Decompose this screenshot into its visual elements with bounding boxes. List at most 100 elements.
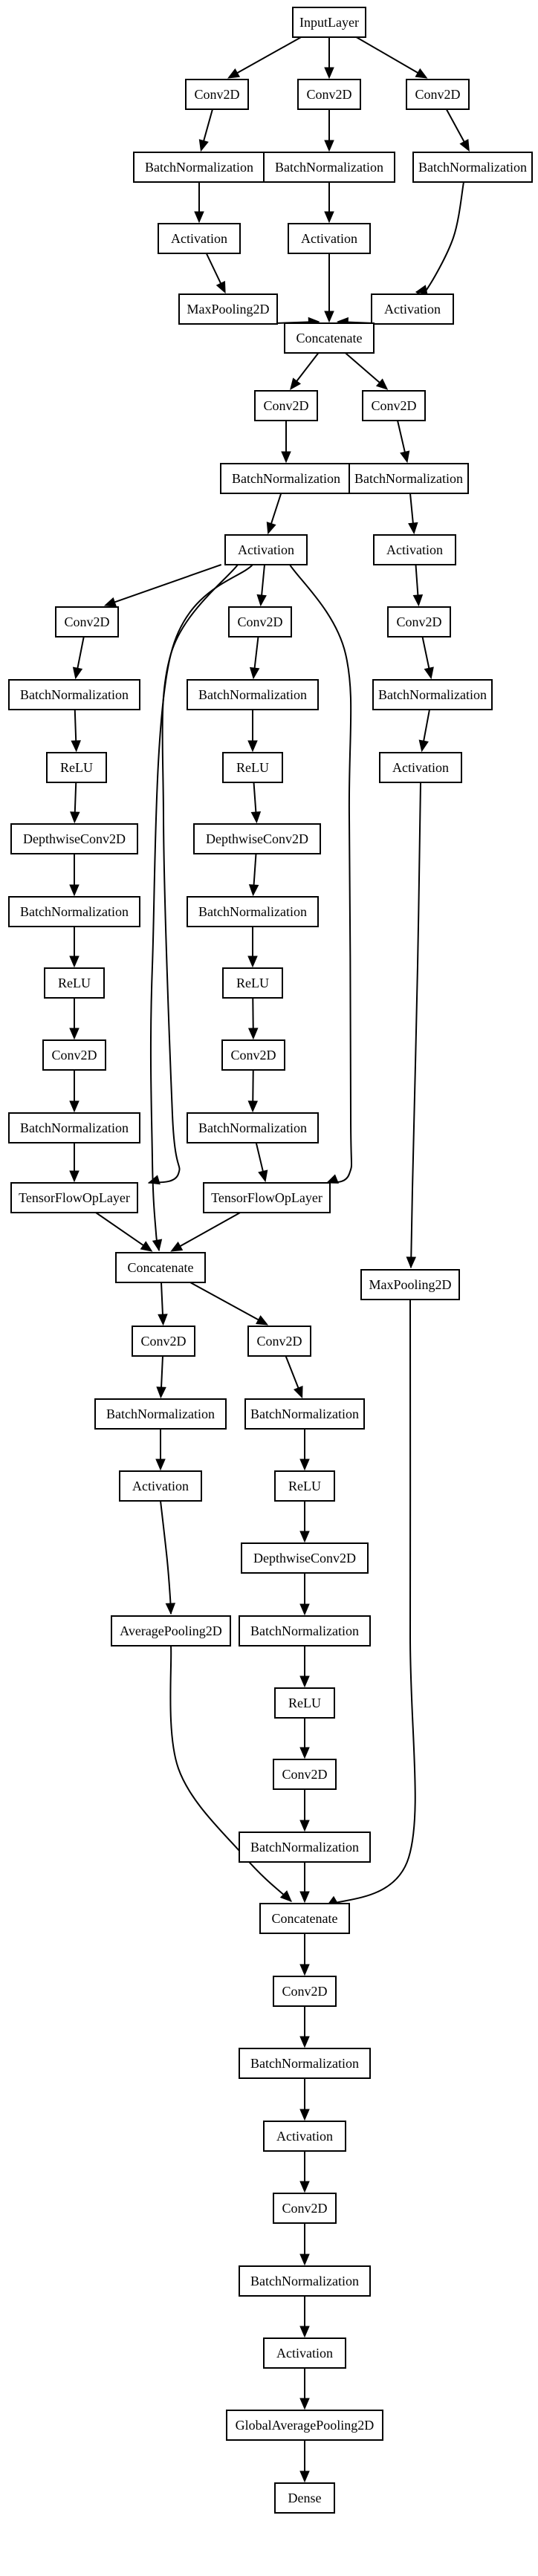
node-globalaveragepooling2d: GlobalAveragePooling2D (226, 2410, 383, 2441)
node-box (259, 1903, 350, 1934)
arrowhead (299, 2109, 310, 2121)
node-label: BatchNormalization (354, 471, 463, 486)
arrowhead (227, 68, 241, 79)
node-maxpooling2d: MaxPooling2D (360, 1269, 460, 1300)
arrowhead (279, 1890, 292, 1902)
arrowhead (299, 1747, 310, 1759)
node-inputlayer: InputLayer (292, 7, 366, 38)
node-conv2d: Conv2D (406, 79, 470, 110)
edge-n47-n48 (299, 1501, 310, 1543)
arrowhead (415, 285, 428, 295)
node-label: ReLU (288, 1696, 321, 1710)
node-label: BatchNormalization (250, 2056, 359, 2071)
arrowhead (325, 1174, 339, 1184)
node-label: BatchNormalization (198, 904, 307, 919)
node-box (55, 606, 119, 637)
edge-n58-n59 (299, 2223, 310, 2266)
edge-n56-n57 (299, 2078, 310, 2121)
edge-line (345, 352, 381, 384)
edge-n17-n19 (103, 564, 222, 607)
edge-n29-n31 (248, 853, 259, 897)
node-conv2d: Conv2D (228, 606, 292, 637)
node-label: Conv2D (282, 2201, 327, 2216)
arrowhead (198, 139, 209, 152)
edge-n50-n51 (299, 1646, 310, 1688)
node-box (224, 534, 308, 565)
edge-line (95, 1212, 146, 1248)
node-box (288, 223, 371, 254)
edge-line (326, 1299, 416, 1907)
node-label: Conv2D (282, 1767, 327, 1782)
edge-n31-n33 (247, 927, 258, 968)
edge-n4-n7 (445, 108, 470, 152)
node-label: BatchNormalization (106, 1407, 215, 1421)
node-label: Conv2D (194, 87, 239, 102)
node-averagepooling2d: AveragePooling2D (111, 1615, 231, 1647)
edge-line (149, 564, 253, 1251)
node-label: BatchNormalization (250, 1623, 359, 1638)
node-concatenate: Concatenate (284, 322, 375, 354)
node-depthwiseconv2d: DepthwiseConv2D (193, 823, 321, 854)
arrowhead (247, 956, 258, 968)
node-box (297, 79, 361, 110)
node-label: BatchNormalization (232, 471, 340, 486)
node-box (239, 2048, 371, 2079)
arrowhead (103, 597, 117, 607)
node-label: BatchNormalization (20, 904, 129, 919)
node-conv2d: Conv2D (297, 79, 361, 110)
edge-line (255, 1142, 265, 1173)
node-batchnormalization: BatchNormalization (349, 463, 469, 494)
edge-n33-n35 (247, 997, 259, 1040)
node-box (241, 1542, 369, 1574)
arrowhead (408, 522, 418, 535)
node-activation: Activation (373, 534, 456, 565)
node-label: BatchNormalization (20, 1120, 129, 1135)
node-label: Activation (392, 760, 449, 775)
node-batchnormalization: BatchNormalization (187, 1112, 319, 1143)
edge-n27-n41 (406, 782, 421, 1269)
node-batchnormalization: BatchNormalization (94, 1398, 227, 1430)
node-relu: ReLU (222, 752, 283, 783)
node-label: GlobalAveragePooling2D (236, 2418, 375, 2433)
node-box (203, 1182, 331, 1213)
node-box (244, 1398, 365, 1430)
node-label: Conv2D (230, 1048, 276, 1062)
node-conv2d: Conv2D (42, 1039, 106, 1071)
node-conv2d: Conv2D (185, 79, 249, 110)
node-box (178, 293, 278, 325)
edge-n3-n6 (324, 109, 334, 152)
edge-line (253, 853, 257, 887)
node-activation: Activation (288, 223, 371, 254)
node-box (239, 1615, 371, 1647)
node-box (132, 1326, 195, 1357)
node-label: InputLayer (299, 15, 359, 30)
node-tensorflowoplayer: TensorFlowOpLayer (203, 1182, 331, 1213)
node-dense: Dense (274, 2482, 335, 2514)
node-label: TensorFlowOpLayer (19, 1190, 130, 1205)
edge-line (160, 1355, 163, 1389)
edge-n46-n49 (160, 1500, 176, 1615)
arrowhead (299, 2036, 310, 2048)
edge-n6-n9 (324, 182, 334, 224)
node-box (263, 152, 395, 183)
node-box (8, 896, 140, 927)
edge-n55-n56 (299, 2006, 310, 2048)
arrowhead (69, 956, 80, 968)
edge-n15-n17 (266, 493, 282, 535)
arrowhead (147, 1175, 161, 1185)
node-batchnormalization: BatchNormalization (372, 679, 493, 710)
edge-n17-n39 (289, 564, 353, 1184)
node-conv2d: Conv2D (55, 606, 119, 637)
edge-n21-n24 (421, 636, 434, 680)
arrowhead (156, 1386, 166, 1399)
edge-line (410, 782, 421, 1268)
edge-line (169, 1645, 292, 1902)
node-box (254, 390, 318, 421)
node-conv2d: Conv2D (387, 606, 451, 637)
node-box (10, 823, 138, 854)
edge-n12-n13 (290, 352, 320, 391)
node-label: Conv2D (396, 614, 441, 629)
arrowhead (418, 739, 429, 753)
arrowhead (247, 1028, 259, 1040)
arrowhead (248, 884, 259, 897)
